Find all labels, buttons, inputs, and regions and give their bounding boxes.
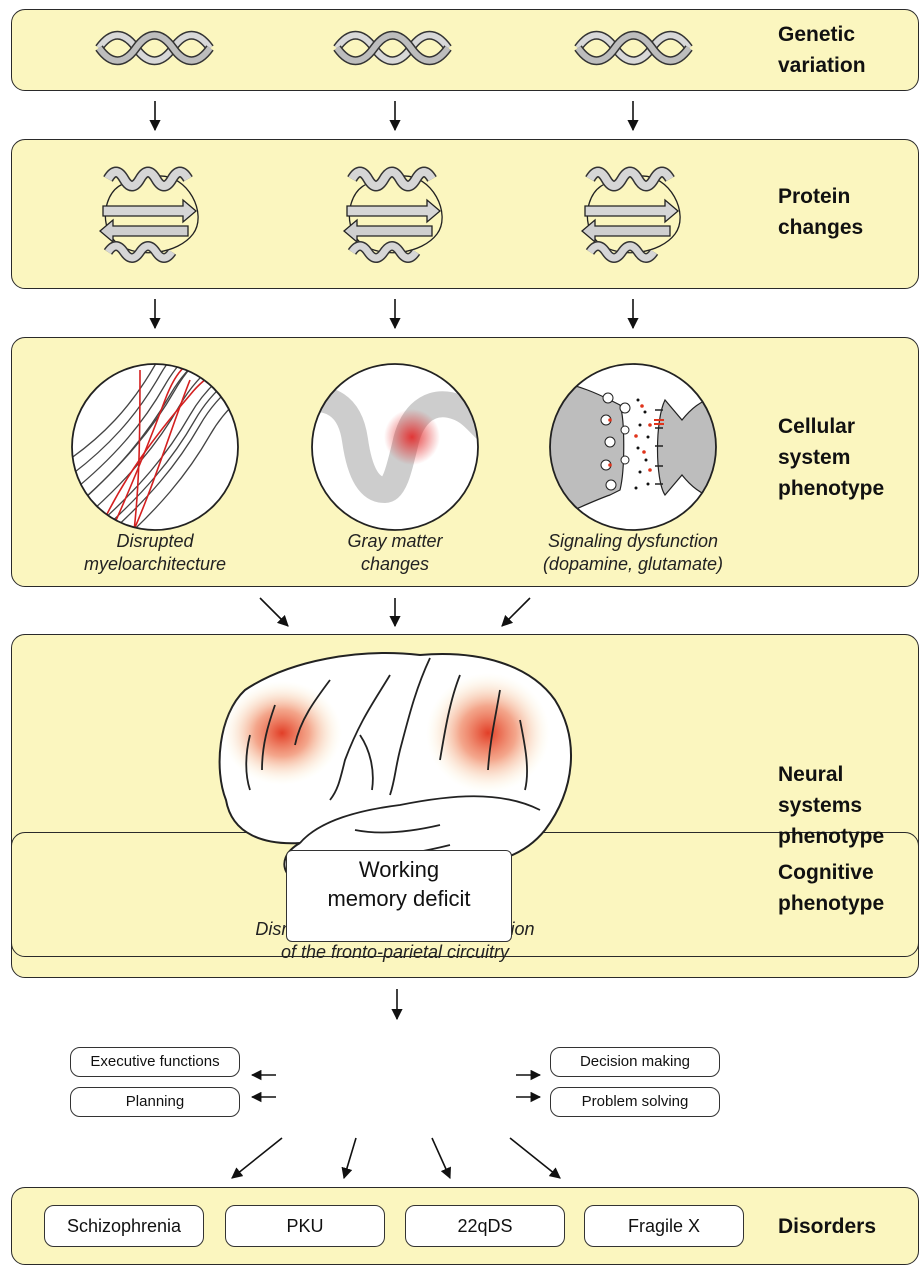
tier-label-cellular-phenotype: Cellular system phenotype bbox=[778, 411, 884, 504]
protein-structure-icon bbox=[344, 172, 442, 258]
decision-making-box: Decision making bbox=[550, 1047, 720, 1077]
disorder-fragile-x: Fragile X bbox=[584, 1205, 744, 1247]
caption-signaling: Signaling dysfunction (dopamine, glutama… bbox=[523, 530, 743, 576]
arrow-icon bbox=[260, 598, 288, 626]
arrow-icon bbox=[510, 1138, 560, 1178]
tier-label-disorders: Disorders bbox=[778, 1211, 876, 1242]
dna-icon bbox=[99, 35, 210, 61]
disorder-22qds: 22qDS bbox=[405, 1205, 565, 1247]
gray-matter-icon bbox=[300, 364, 500, 530]
arrow-icon bbox=[232, 1138, 282, 1178]
problem-solving-box: Problem solving bbox=[550, 1087, 720, 1117]
caption-gray-matter: Gray matter changes bbox=[305, 530, 485, 576]
arrow-icon bbox=[502, 598, 530, 626]
tier-label-genetic-variation: Genetic variation bbox=[778, 19, 866, 81]
working-memory-line1: Working bbox=[287, 855, 511, 884]
dna-icon bbox=[578, 35, 689, 61]
protein-structure-icon bbox=[582, 172, 680, 258]
synapse-icon bbox=[550, 364, 720, 530]
arrow-icon bbox=[432, 1138, 450, 1178]
dna-icon bbox=[337, 35, 448, 61]
disorder-pku: PKU bbox=[225, 1205, 385, 1247]
arrow-icon bbox=[344, 1138, 356, 1178]
executive-functions-box: Executive functions bbox=[70, 1047, 240, 1077]
tier-label-cognitive-phenotype: Cognitive phenotype bbox=[778, 857, 884, 919]
planning-box: Planning bbox=[70, 1087, 240, 1117]
protein-structure-icon bbox=[100, 172, 198, 258]
tier-label-protein-changes: Protein changes bbox=[778, 181, 863, 243]
caption-myeloarchitecture: Disrupted myeloarchitecture bbox=[60, 530, 250, 576]
tier-label-neural-phenotype: Neural systems phenotype bbox=[778, 759, 884, 852]
disorder-schizophrenia: Schizophrenia bbox=[44, 1205, 204, 1247]
working-memory-deficit-box: Working memory deficit bbox=[286, 850, 512, 942]
working-memory-line2: memory deficit bbox=[287, 884, 511, 913]
myeloarchitecture-icon bbox=[45, 290, 300, 560]
